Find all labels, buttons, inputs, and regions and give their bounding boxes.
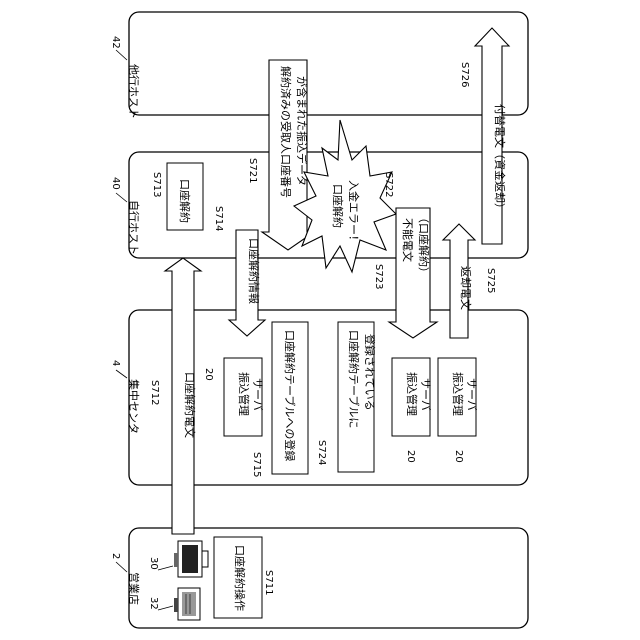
ref-40: 40 bbox=[110, 177, 121, 190]
s711-text: 口座解約操作 bbox=[233, 545, 247, 611]
s714-step: S714 bbox=[213, 206, 224, 231]
s724-line-1: 口座解約テーブルに bbox=[347, 330, 361, 428]
s721-line-1: 解約済みの受取人口座番号 bbox=[279, 66, 293, 198]
s723-step: S723 bbox=[373, 264, 384, 289]
s711-step: S711 bbox=[263, 570, 274, 595]
ref-4: 4 bbox=[110, 360, 121, 366]
s724-step: S724 bbox=[316, 440, 327, 465]
ref-42: 42 bbox=[110, 36, 121, 49]
server-1-line-1: 振込管理 bbox=[237, 372, 251, 416]
center-label: 集中センタ bbox=[127, 379, 141, 434]
s722-step: S722 bbox=[383, 172, 394, 197]
printer-icon bbox=[174, 588, 200, 620]
server-2-ref: 20 bbox=[405, 450, 416, 463]
s721-line-2: が含まれた振込データ bbox=[295, 76, 309, 186]
other-host-label: 他行ホスト bbox=[127, 64, 140, 119]
server-3-ref: 20 bbox=[453, 450, 464, 463]
s723-line-2: （口座解約） bbox=[417, 212, 431, 278]
ref-30: 30 bbox=[148, 557, 159, 570]
s725-step: S725 bbox=[485, 268, 496, 293]
s726-step: S726 bbox=[459, 62, 470, 87]
ref-2: 2 bbox=[110, 553, 121, 559]
s715-step: S715 bbox=[251, 452, 262, 477]
s714-text: 口座解約情報 bbox=[247, 238, 261, 304]
s723-line-1: 不能電文 bbox=[401, 218, 415, 262]
server-3-line-2: サーバ bbox=[465, 378, 478, 411]
s712-step: S712 bbox=[149, 380, 160, 405]
error-line-2: 入金エラー！ bbox=[347, 180, 361, 246]
branch-label: 営業店 bbox=[127, 572, 141, 605]
own-host-label: 自行ホスト bbox=[127, 200, 140, 255]
server-2-line-1: 振込管理 bbox=[405, 372, 419, 416]
s712-text: 口座解約電文 bbox=[183, 372, 197, 438]
s725-text: 返却電文 bbox=[459, 266, 473, 310]
error-line-1: 口座解約 bbox=[331, 184, 345, 228]
s724-line-2: 登録されている bbox=[363, 334, 377, 411]
ref-32: 32 bbox=[148, 597, 159, 610]
s721-step: S721 bbox=[247, 158, 258, 183]
server-2-line-2: サーバ bbox=[419, 378, 432, 411]
s713-step: S713 bbox=[151, 172, 162, 197]
s713-text: 口座解約 bbox=[178, 179, 192, 223]
server-3-line-1: 振込管理 bbox=[451, 372, 465, 416]
server-1-ref: 20 bbox=[203, 368, 214, 381]
server-1-line-2: サーバ bbox=[251, 378, 264, 411]
s726-text: 付替電文（資金返却） bbox=[493, 104, 507, 214]
s715-text: 口座解約テーブルへの登録 bbox=[283, 330, 297, 461]
